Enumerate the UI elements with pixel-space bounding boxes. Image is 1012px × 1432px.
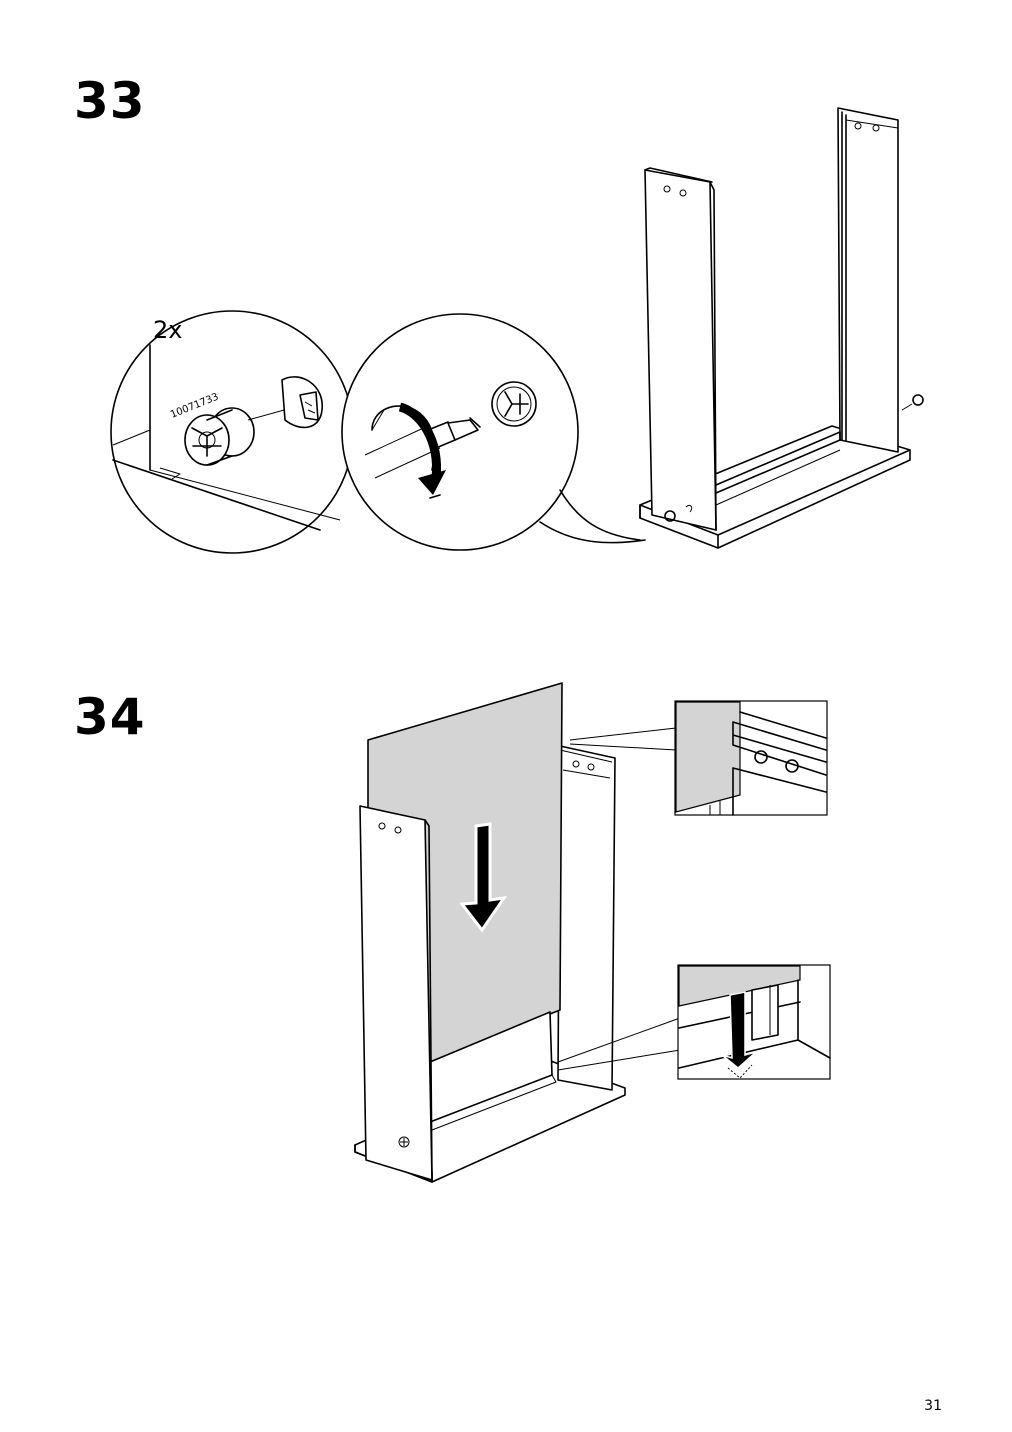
cabinet-frame-illustration <box>639 107 924 549</box>
rotate-arrow-icon <box>371 402 446 495</box>
quantity-label: 2x <box>153 316 182 344</box>
cam-lock-detail-circle: 2x 10071733 <box>110 310 354 554</box>
down-arrow-icon <box>459 822 508 933</box>
cam-lock-icon <box>184 407 255 466</box>
screwdriver-detail-circle <box>341 313 646 551</box>
detail-zoom-top <box>674 700 828 816</box>
step-33-illustration: 2x 10071733 <box>110 107 924 554</box>
step-number-33: 33 <box>74 72 146 130</box>
page-number: 31 <box>924 1398 942 1414</box>
cam-lock-icon <box>491 381 537 427</box>
step-34-illustration <box>354 682 831 1183</box>
step-number-34: 34 <box>74 688 146 746</box>
back-panel-illustration <box>354 682 681 1183</box>
detail-zoom-bottom <box>677 964 831 1080</box>
